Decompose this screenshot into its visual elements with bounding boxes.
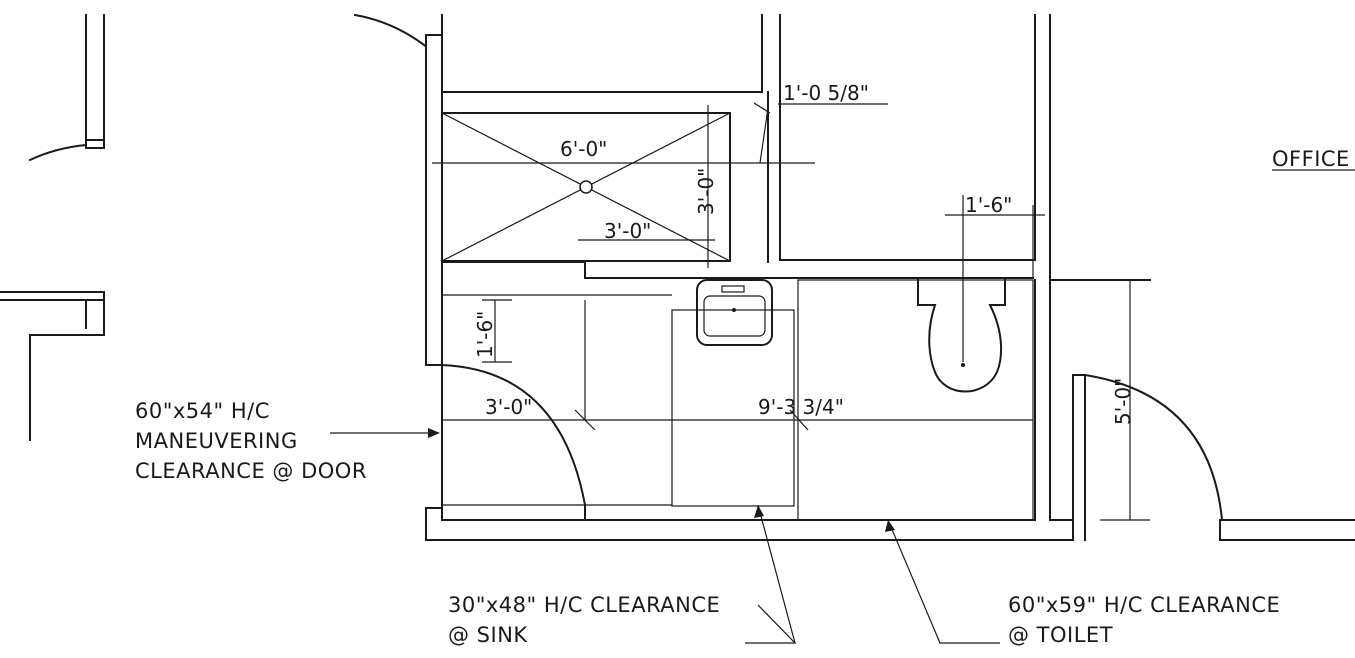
bathroom-walls: [425, 279, 1355, 541]
note-door-clearance: 60"x54" H/C MANEUVERING CLEARANCE @ DOOR: [135, 399, 367, 483]
svg-text:60"x59" H/C CLEARANCE: 60"x59" H/C CLEARANCE: [1008, 593, 1280, 617]
dim-shower-width: 6'-0": [560, 137, 607, 161]
dim-wall-offset: 1'-0 5/8": [783, 81, 869, 105]
shower-drain-icon: [579, 180, 593, 194]
dim-door-offset: 1'-6": [473, 311, 497, 358]
dim-toilet-depth: 5'-0": [1111, 378, 1135, 425]
dim-shower-depth: 3'-0": [694, 168, 718, 215]
dim-room-length: 9'-3 3/4": [758, 395, 844, 419]
svg-text:MANEUVERING: MANEUVERING: [135, 429, 298, 453]
shower-walls: [425, 14, 1051, 521]
svg-text:@ TOILET: @ TOILET: [1008, 623, 1113, 647]
top-door-swing: [353, 13, 430, 50]
door-swings: [440, 363, 1224, 522]
dimension-lines: [482, 205, 1150, 521]
svg-text:60"x54" H/C: 60"x54" H/C: [135, 399, 270, 423]
svg-text:CLEARANCE @ DOOR: CLEARANCE @ DOOR: [135, 459, 367, 483]
svg-text:@ SINK: @ SINK: [448, 623, 528, 647]
dim-toilet-centerline: 1'-6": [965, 193, 1012, 217]
note-toilet-clearance: 60"x59" H/C CLEARANCE @ TOILET: [1008, 593, 1280, 647]
toilet-fixture: [917, 195, 1006, 393]
shower-pan: [432, 102, 815, 268]
dim-shower-inner: 3'-0": [604, 219, 651, 243]
room-label-office: OFFICE: [1272, 147, 1350, 171]
leader-lines: [330, 428, 1000, 644]
dim-door-clear: 3'-0": [485, 395, 532, 419]
svg-text:30"x48" H/C CLEARANCE: 30"x48" H/C CLEARANCE: [448, 593, 720, 617]
sink-fixture: [696, 279, 773, 346]
left-wall-fragments: [0, 14, 105, 441]
clearance-zones: [442, 279, 1034, 521]
note-sink-clearance: 30"x48" H/C CLEARANCE @ SINK: [448, 593, 720, 647]
